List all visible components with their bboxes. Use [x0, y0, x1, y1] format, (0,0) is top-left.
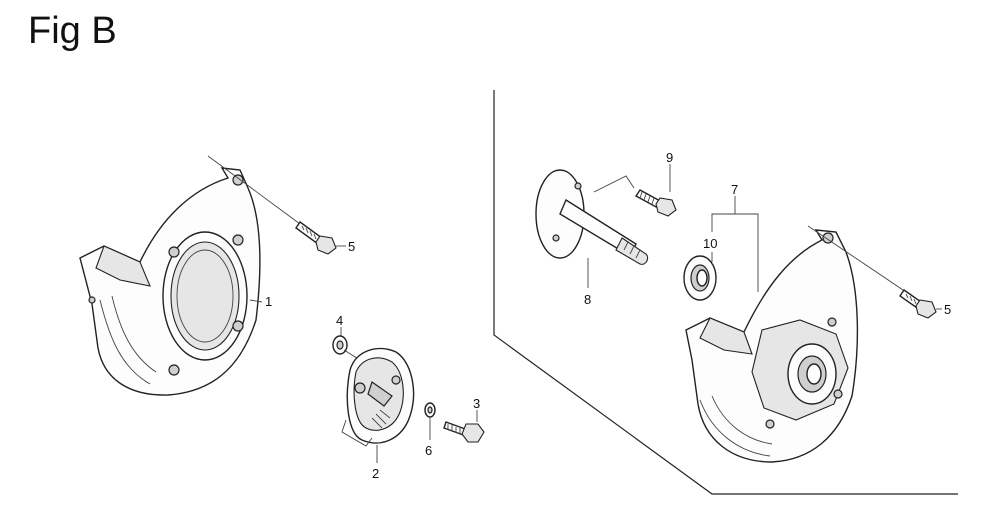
clutch-shoe-assembly-icon — [341, 347, 415, 447]
flange-bolt-icon — [443, 421, 485, 443]
section-boundary — [493, 90, 958, 495]
washer-icon — [424, 402, 436, 418]
callout-5-left: 5 — [348, 239, 355, 254]
flange-bolt-icon — [593, 175, 677, 217]
oil-seal-icon — [683, 255, 717, 301]
flange-bolt-icon — [807, 225, 937, 319]
callout-6: 6 — [425, 443, 432, 458]
callout-5-right: 5 — [944, 302, 951, 317]
leader-1 — [249, 299, 263, 303]
callout-10: 10 — [703, 236, 717, 251]
clutch-case-assembly-icon — [685, 229, 859, 463]
callout-9: 9 — [666, 150, 673, 165]
callout-1: 1 — [265, 294, 272, 309]
washer-icon — [332, 335, 361, 361]
callout-8: 8 — [584, 292, 591, 307]
flange-bolt-icon — [207, 155, 337, 255]
callout-2: 2 — [372, 466, 379, 481]
callout-4: 4 — [336, 313, 343, 328]
clutch-cover-icon — [79, 167, 261, 396]
figure-title: Fig B — [28, 10, 117, 52]
leader-7 — [711, 196, 759, 292]
callout-7: 7 — [731, 182, 738, 197]
drive-shaft-icon — [535, 169, 649, 265]
callout-3: 3 — [473, 396, 480, 411]
